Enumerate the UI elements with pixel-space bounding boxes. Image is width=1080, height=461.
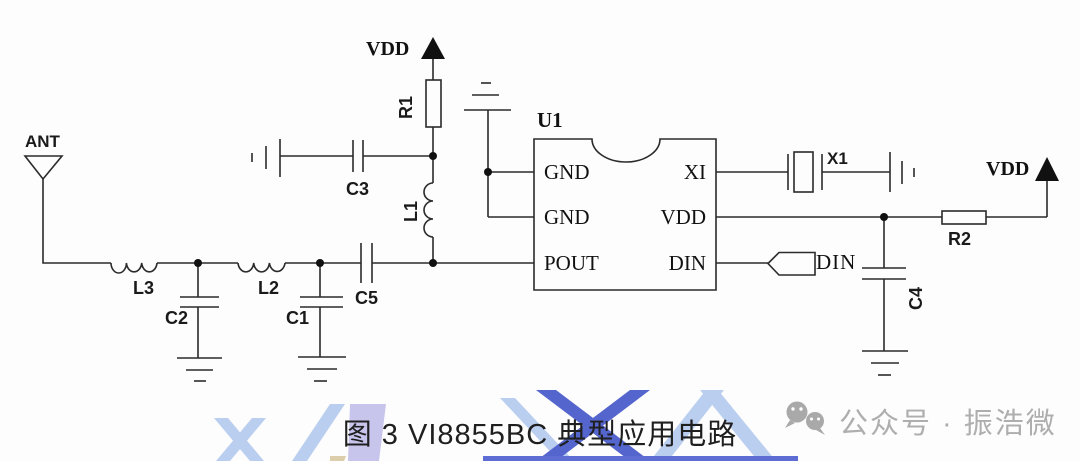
antenna-label: ANT <box>25 132 60 151</box>
ic-body <box>533 138 717 291</box>
inductor-l2 <box>237 262 286 273</box>
l3-label: L3 <box>133 278 155 298</box>
ground-c4 <box>862 350 908 376</box>
ground-c2 <box>177 357 222 382</box>
capacitor-c2 <box>180 263 219 358</box>
schematic-wires <box>23 37 1059 382</box>
ic-designator: U1 <box>537 108 563 132</box>
c4-label: C4 <box>906 286 926 310</box>
ground-c3 <box>251 139 281 177</box>
figure-caption: 图 3 VI8855BC 典型应用电路 <box>342 419 738 451</box>
pin-label-xi: XI <box>683 160 706 184</box>
antenna-symbol <box>23 155 111 264</box>
logo-watermark <box>214 390 798 461</box>
din-connector <box>716 251 816 276</box>
watermark-publisher: 公众号 · 振浩微 <box>839 408 1057 440</box>
c3-label: C3 <box>346 179 370 199</box>
r1-label: R1 <box>396 95 416 119</box>
capacitor-c1 <box>300 263 343 357</box>
capacitor-c4 <box>862 217 906 351</box>
ground-x1 <box>889 152 915 192</box>
din-tag-label: DIN <box>816 250 857 274</box>
pin-label-din: DIN <box>668 251 706 275</box>
vdd-top-label: VDD <box>366 38 410 60</box>
r2-label: R2 <box>948 229 972 249</box>
resistor-r2 <box>716 181 1048 225</box>
capacitor-c5 <box>360 243 373 283</box>
c1-label: C1 <box>286 308 310 328</box>
inductor-l1 <box>423 156 434 263</box>
c2-label: C2 <box>165 308 189 328</box>
pin-label-pout: POUT <box>544 251 599 275</box>
ground-c1 <box>298 356 346 382</box>
wechat-icon <box>785 401 825 435</box>
crystal-x1 <box>716 151 890 193</box>
vdd-arrow-right <box>1035 157 1059 181</box>
pin-label-gnd-2: GND <box>544 205 590 229</box>
junction-dots <box>194 152 888 267</box>
ground-ic <box>464 82 534 218</box>
x1-label: X1 <box>827 149 848 168</box>
c5-label: C5 <box>355 288 379 308</box>
vdd-arrow-top <box>421 37 445 80</box>
inductor-l3 <box>110 262 158 274</box>
vdd-right-label: VDD <box>986 158 1030 180</box>
l2-label: L2 <box>258 278 280 298</box>
capacitor-c3 <box>280 140 433 172</box>
pin-label-vdd: VDD <box>660 205 707 229</box>
resistor-r1 <box>425 79 442 156</box>
l1-label: L1 <box>401 200 421 222</box>
pin-label-gnd-1: GND <box>544 160 590 184</box>
